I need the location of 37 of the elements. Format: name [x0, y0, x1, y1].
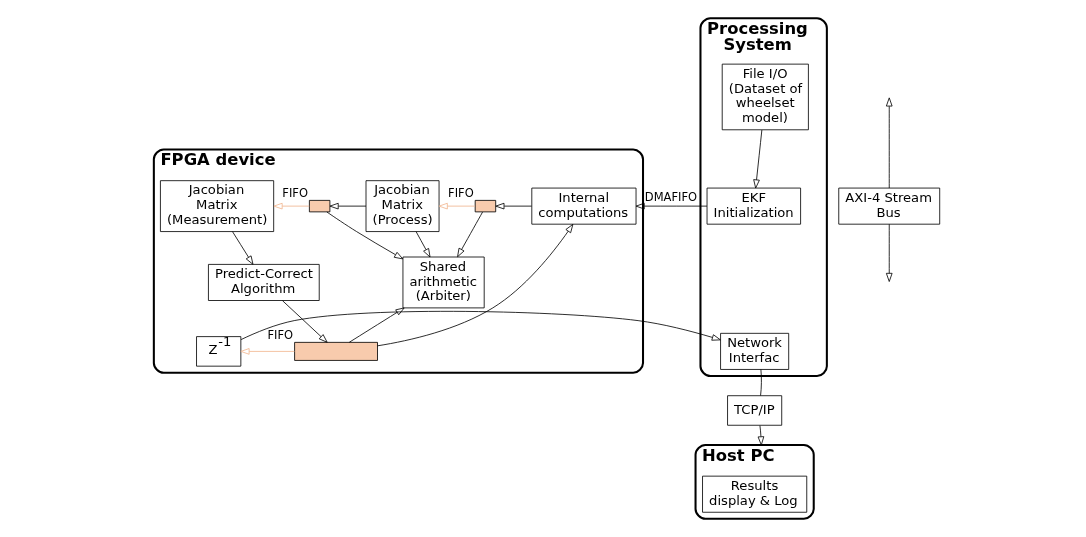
- arrow: [329, 202, 366, 210]
- node-box: AXI-4 Stream Bus: [837, 187, 940, 225]
- node-label: FIFO: [447, 186, 474, 201]
- arrow: [885, 223, 892, 282]
- arrow: [885, 97, 892, 189]
- node-box: Predict-Correct Algorithm: [207, 264, 320, 301]
- node-label: FIFO: [281, 186, 308, 201]
- node-label: FIFO: [267, 328, 293, 343]
- arrow: [494, 202, 532, 210]
- arrow: [231, 231, 253, 265]
- arrow: [438, 202, 475, 210]
- arrow: [240, 310, 721, 341]
- arrow: [281, 300, 328, 343]
- node-box: Jacobian Matrix (Measurement): [159, 180, 274, 232]
- arrow: [415, 231, 430, 258]
- node-box: File I/O (Dataset of wheelset model): [721, 63, 809, 131]
- node-bar: [293, 341, 378, 361]
- node-box: Network Interfac: [719, 332, 789, 370]
- arrow: [240, 348, 295, 355]
- connector: [759, 369, 762, 396]
- arrow: [326, 211, 403, 260]
- node-box: [474, 199, 496, 213]
- arrow: [635, 202, 707, 210]
- edge-label: DMAFIFO: [644, 189, 697, 204]
- node-box: Jacobian Matrix (Process): [365, 180, 439, 232]
- node-box: [308, 199, 330, 213]
- node-box: Internal computations: [530, 187, 636, 225]
- arrow: [376, 223, 573, 347]
- node-box: Shared arithmetic (Arbiter): [402, 256, 485, 309]
- node-box: TCP/IP: [726, 395, 782, 426]
- arrow: [273, 202, 310, 210]
- node-box: Results display & Log: [701, 475, 807, 513]
- node-box: EKF Initialization: [706, 187, 801, 225]
- arrow: [752, 129, 762, 189]
- arrow: [348, 307, 405, 343]
- arrow: [757, 425, 764, 446]
- arrow: [456, 211, 483, 258]
